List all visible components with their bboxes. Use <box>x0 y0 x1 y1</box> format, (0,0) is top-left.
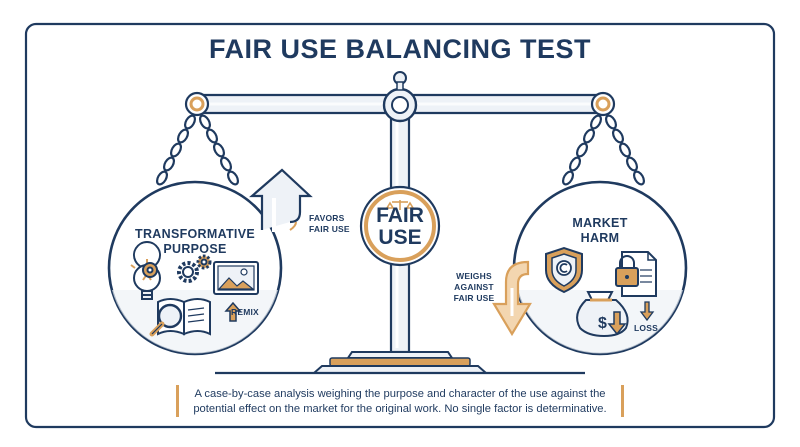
caption-bar-right <box>621 385 624 417</box>
mini-scale-icon <box>385 200 415 210</box>
caption-line2: potential effect on the market for the o… <box>193 403 607 415</box>
locked-document-icon <box>615 251 657 297</box>
left-pan-label-line1: TRANSFORMATIVE <box>135 227 255 241</box>
caption-bar-left <box>176 385 179 417</box>
money-bag-icon: $ <box>576 291 629 338</box>
favors-label-line2: FAIR USE <box>309 224 350 234</box>
page-title: FAIR USE BALANCING TEST <box>208 34 591 64</box>
gears-icon <box>142 254 212 283</box>
left-chains <box>155 114 240 186</box>
magnifier-icon <box>149 303 183 337</box>
against-label: WEIGHS AGAINST FAIR USE <box>446 271 502 304</box>
caption-line1: A case-by-case analysis weighing the pur… <box>194 388 606 400</box>
against-label-line3: FAIR USE <box>453 293 495 303</box>
image-icon <box>213 261 259 295</box>
favors-label: FAVORS FAIR USE <box>309 213 350 235</box>
favors-label-line1: FAVORS <box>309 213 345 223</box>
fair-use-line1: FAIR <box>376 204 424 227</box>
right-pan-label: MARKET HARM <box>540 216 660 246</box>
left-pan-label: TRANSFORMATIVE PURPOSE <box>125 227 265 257</box>
left-pan-label-line2: PURPOSE <box>163 242 227 256</box>
svg-text:$: $ <box>598 315 607 332</box>
favors-arrow-icon <box>249 168 313 232</box>
right-pan-label-line1: MARKET <box>572 216 628 230</box>
scale-base <box>215 351 585 375</box>
fair-use-badge <box>359 185 441 267</box>
right-chains <box>561 114 646 186</box>
right-pan <box>512 180 688 356</box>
right-pan-label-line2: HARM <box>580 231 620 245</box>
fair-use-line2: USE <box>378 226 422 249</box>
down-arrow-small-icon <box>639 301 655 322</box>
against-arrow-icon <box>492 260 532 337</box>
fair-use-text: FAIR USE <box>360 205 440 249</box>
remix-label: REMIX <box>231 307 259 317</box>
against-label-line1: WEIGHS <box>456 271 492 281</box>
caption: A case-by-case analysis weighing the pur… <box>180 387 620 417</box>
loss-label: LOSS <box>634 323 658 333</box>
shield-copyright-icon <box>545 246 583 294</box>
against-label-line2: AGAINST <box>454 282 494 292</box>
up-arrow-small-icon <box>224 301 242 322</box>
